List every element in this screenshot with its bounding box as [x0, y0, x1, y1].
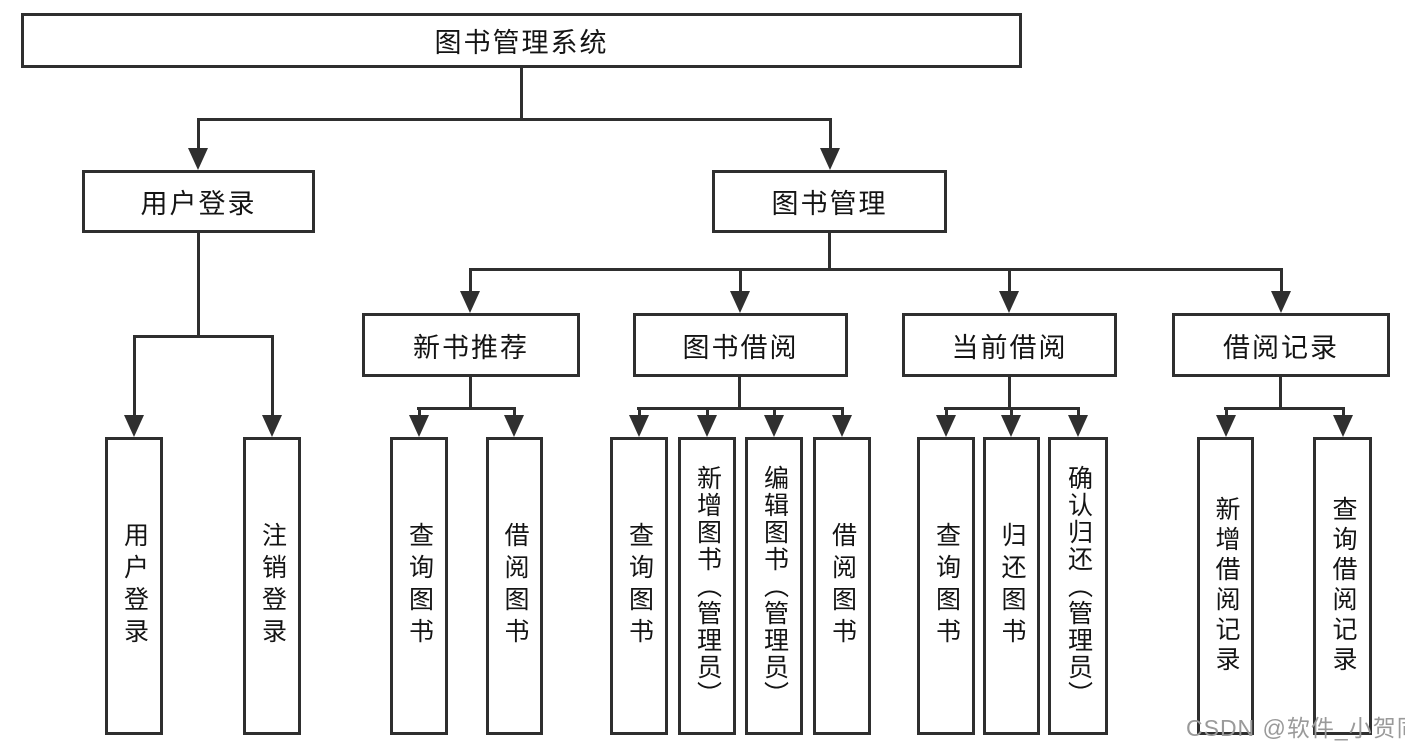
- connector-borrow-records-trunk: [1279, 377, 1282, 410]
- connector-stem: [945, 407, 948, 417]
- leaf-add-books-admin: 新增图书（管理员）: [678, 437, 736, 735]
- connector-book-borrow-trunk: [738, 377, 741, 410]
- connector-stem: [638, 407, 641, 417]
- csdn-watermark: CSDN @软件_小贺同学: [1186, 715, 1405, 741]
- arrow-down-icon: [188, 148, 208, 170]
- arrow-down-icon: [820, 148, 840, 170]
- leaf-borrow-books-recommend-label: 借阅图书: [501, 522, 529, 650]
- connector-stem: [706, 407, 709, 417]
- leaf-query-borrow-record: 查询借阅记录: [1313, 437, 1372, 735]
- leaf-edit-books-admin: 编辑图书（管理员）: [745, 437, 803, 735]
- connector-stem: [739, 268, 742, 291]
- arrow-down-icon: [999, 291, 1019, 313]
- connector-root-split: [197, 118, 832, 121]
- arrow-down-icon: [1001, 415, 1021, 437]
- connector-user-login-trunk: [197, 233, 200, 335]
- leaf-borrow-books-recommend: 借阅图书: [486, 437, 543, 735]
- connector-stem: [513, 407, 516, 417]
- node-book-borrow-label: 图书借阅: [682, 332, 799, 363]
- node-current-borrow-label: 当前借阅: [951, 332, 1068, 363]
- leaf-logout: 注销登录: [243, 437, 301, 735]
- arrow-down-icon: [124, 415, 144, 437]
- leaf-query-books-current-label: 查询图书: [932, 522, 961, 650]
- arrow-down-icon: [262, 415, 282, 437]
- node-current-borrow: 当前借阅: [902, 313, 1117, 377]
- connector-current-borrow-trunk: [1008, 377, 1011, 410]
- connector-stem: [1010, 407, 1013, 417]
- leaf-user-login-label: 用户登录: [120, 522, 149, 650]
- connector-stem: [1008, 268, 1011, 291]
- leaf-query-books-recommend-label: 查询图书: [405, 522, 434, 650]
- connector-stem: [133, 335, 136, 415]
- leaf-return-books-label: 归还图书: [998, 522, 1026, 650]
- connector-stem: [1342, 407, 1345, 417]
- connector-root-trunk: [520, 68, 523, 121]
- leaf-query-books-borrow: 查询图书: [610, 437, 668, 735]
- leaf-confirm-return-admin-label: 确认归还（管理员）: [1064, 464, 1093, 708]
- arrow-down-icon: [730, 291, 750, 313]
- connector-stem: [773, 407, 776, 417]
- connector-stem: [197, 118, 200, 148]
- connector-stem: [1280, 268, 1283, 291]
- leaf-borrow-books: 借阅图书: [813, 437, 871, 735]
- leaf-query-books-recommend: 查询图书: [390, 437, 448, 735]
- leaf-return-books: 归还图书: [983, 437, 1040, 735]
- connector-stem: [829, 118, 832, 148]
- connector-book-management-trunk: [828, 233, 831, 271]
- connector-stem: [469, 268, 472, 291]
- arrow-down-icon: [1271, 291, 1291, 313]
- node-borrow-records: 借阅记录: [1172, 313, 1390, 377]
- arrow-down-icon: [832, 415, 852, 437]
- connector-book-management-split: [469, 268, 1282, 271]
- arrow-down-icon: [629, 415, 649, 437]
- node-library-system-label: 图书管理系统: [434, 28, 609, 58]
- arrow-down-icon: [460, 291, 480, 313]
- node-book-management: 图书管理: [712, 170, 947, 233]
- node-book-management-label: 图书管理: [771, 189, 888, 219]
- leaf-confirm-return-admin: 确认归还（管理员）: [1048, 437, 1108, 735]
- leaf-query-books-current: 查询图书: [917, 437, 975, 735]
- arrow-down-icon: [1333, 415, 1353, 437]
- leaf-user-login: 用户登录: [105, 437, 163, 735]
- connector-book-borrow-split: [637, 407, 843, 410]
- arrow-down-icon: [409, 415, 429, 437]
- node-user-login-label: 用户登录: [140, 189, 257, 219]
- arrow-down-icon: [1216, 415, 1236, 437]
- leaf-add-books-admin-label: 新增图书（管理员）: [693, 464, 722, 708]
- connector-borrow-records-split: [1224, 407, 1344, 410]
- arrow-down-icon: [936, 415, 956, 437]
- node-borrow-records-label: 借阅记录: [1223, 332, 1339, 363]
- connector-user-login-split: [133, 335, 273, 338]
- leaf-add-borrow-record: 新增借阅记录: [1197, 437, 1254, 735]
- node-new-book-recommend: 新书推荐: [362, 313, 580, 377]
- connector-stem: [841, 407, 844, 417]
- leaf-logout-label: 注销登录: [258, 522, 287, 650]
- leaf-query-books-borrow-label: 查询图书: [625, 522, 654, 650]
- connector-stem: [1077, 407, 1080, 417]
- connector-stem: [418, 407, 421, 417]
- arrow-down-icon: [764, 415, 784, 437]
- connector-stem: [1225, 407, 1228, 417]
- connector-new-book-trunk: [469, 377, 472, 410]
- connector-stem: [271, 335, 274, 415]
- arrow-down-icon: [1068, 415, 1088, 437]
- leaf-add-borrow-record-label: 新增借阅记录: [1212, 496, 1240, 676]
- node-user-login: 用户登录: [82, 170, 315, 233]
- node-book-borrow: 图书借阅: [633, 313, 848, 377]
- leaf-query-borrow-record-label: 查询借阅记录: [1329, 496, 1357, 676]
- node-library-system: 图书管理系统: [21, 13, 1022, 68]
- connector-new-book-split: [417, 407, 516, 410]
- arrow-down-icon: [504, 415, 524, 437]
- node-new-book-recommend-label: 新书推荐: [413, 332, 529, 363]
- leaf-borrow-books-label: 借阅图书: [828, 522, 857, 650]
- arrow-down-icon: [697, 415, 717, 437]
- leaf-edit-books-admin-label: 编辑图书（管理员）: [760, 464, 789, 708]
